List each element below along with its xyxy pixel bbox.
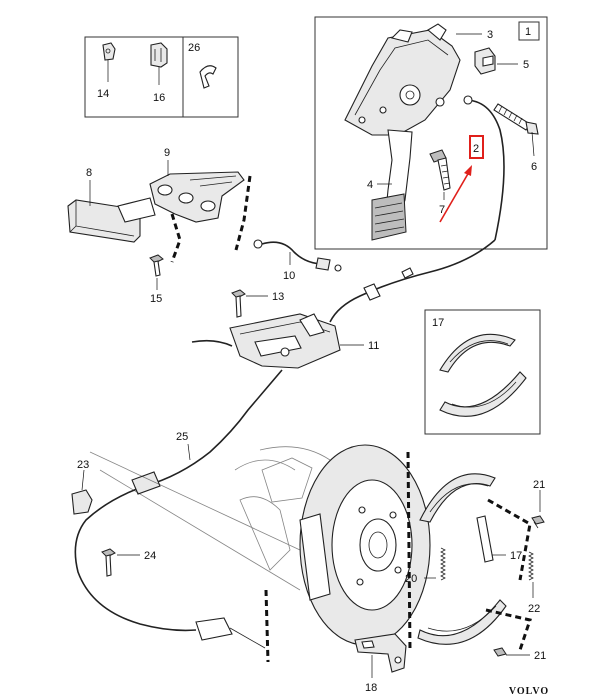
callout-11: 11 [368, 340, 379, 352]
callout-24: 24 [144, 550, 156, 562]
parking-shoe-box: 17 [424, 309, 541, 435]
switch-part-5 [474, 47, 496, 75]
bolt-part-7 [429, 149, 451, 191]
callout-21-bottom: 21 [534, 650, 546, 662]
cable-bracket-part-23: 23 [71, 459, 93, 515]
cable-equalizer-part-11: 11 [229, 313, 379, 369]
pedal-arm-part-4 [371, 129, 413, 241]
callout-16: 16 [153, 92, 165, 104]
callout-14: 14 [97, 88, 109, 100]
dashed-guide-line-right-b [485, 608, 532, 651]
dashed-guide-line-rear-center [406, 451, 412, 651]
callout-1: 1 [525, 26, 531, 38]
callout-20: 20 [405, 573, 417, 585]
spring-part-22: 22 [528, 551, 540, 615]
spring-clip-part-26 [199, 65, 217, 89]
red-arrow-icon [439, 165, 472, 223]
adjuster-bolt-part-6 [493, 103, 539, 135]
callout-2: 2 [473, 143, 479, 155]
rear-suspension-background [89, 446, 331, 591]
handle-bracket-part-9 [117, 171, 245, 223]
adjuster-part-17: 17 [476, 515, 522, 563]
lever-assembly: 8 9 15 [67, 147, 245, 305]
callout-2-highlight-box [469, 135, 484, 159]
callout-15: 15 [150, 293, 162, 305]
callout-9: 9 [164, 147, 170, 159]
callout-22: 22 [528, 603, 540, 615]
front-brake-cable [329, 239, 496, 323]
bolt-part-13: 13 [231, 289, 284, 318]
callout-6: 6 [531, 161, 537, 173]
callout-17-box: 17 [432, 317, 444, 329]
callout-26: 26 [188, 42, 200, 54]
callout-17: 17 [510, 550, 522, 562]
callout-5: 5 [523, 59, 529, 71]
callout-7: 7 [439, 204, 445, 216]
dashed-fold-line-right [234, 175, 252, 251]
dashed-guide-line-right-a [487, 498, 532, 581]
bolt-part-24: 24 [101, 548, 156, 577]
callout-21-top: 21 [533, 479, 545, 491]
parking-brake-pedal-bracket [344, 23, 461, 136]
callout-4: 4 [367, 179, 373, 191]
dashed-fold-line-left [170, 213, 182, 263]
callout-10: 10 [283, 270, 295, 282]
callout-13: 13 [272, 291, 284, 303]
callout-23: 23 [77, 459, 89, 471]
callout-18: 18 [365, 682, 377, 694]
clip-part-14 [102, 42, 116, 82]
retainer-pin-part-21-top: 21 [531, 479, 545, 529]
small-parts-box: 14 16 26 [84, 36, 239, 118]
callout-3: 3 [487, 29, 493, 41]
screw-part-15 [149, 254, 164, 290]
rear-brake-cable-part-25 [144, 369, 283, 487]
callout-8: 8 [86, 167, 92, 179]
spring-part-20: 20 [405, 547, 446, 585]
dashed-guide-line-rear-left [264, 589, 270, 663]
volvo-wordmark: VOLVO [509, 686, 549, 697]
short-cable-part-10: 10 [253, 239, 342, 282]
brake-disc-assembly [299, 444, 431, 646]
clip-part-16 [150, 42, 168, 85]
callout-25: 25 [176, 431, 188, 443]
retainer-pin-part-21-bottom: 21 [493, 647, 546, 662]
pedal-assembly-box: 1 [314, 16, 548, 250]
actuating-lever-part-18: 18 [354, 633, 407, 694]
